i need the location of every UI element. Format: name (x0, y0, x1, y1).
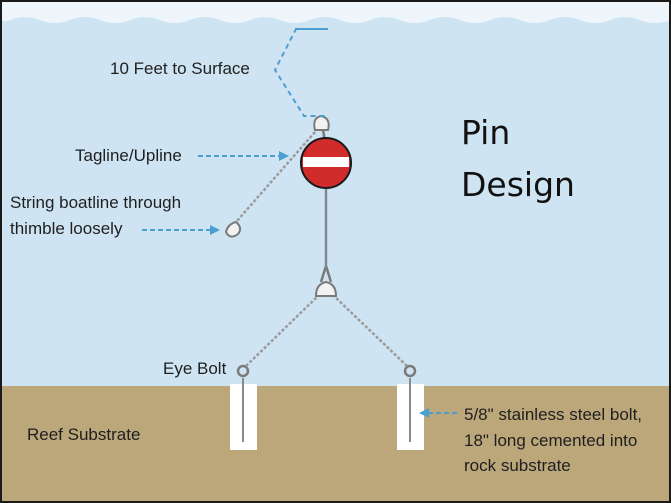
surface-label: 10 Feet to Surface (110, 59, 250, 78)
boatline-thimble (224, 220, 242, 238)
junction-shackle (314, 280, 338, 297)
boatline-label-line-1: String boatline through (10, 193, 182, 212)
reef-substrate-label: Reef Substrate (27, 425, 141, 444)
buoy-stripe (303, 157, 349, 167)
left-eye-bolt (236, 364, 250, 378)
tagline-arrowhead (279, 151, 289, 161)
diagram-title-line-2: Design (461, 165, 575, 204)
tagline-label: Tagline/Upline (75, 146, 182, 165)
boatline-label-line-2: thimble loosely (10, 219, 123, 238)
right-eye-bolt (403, 364, 417, 378)
bolt-description-line-1: 5/8" stainless steel bolt, (464, 405, 643, 424)
depth-dashed-line (273, 28, 328, 117)
right-bridle-chain (333, 295, 408, 367)
bolt-description-line-3: rock substrate (464, 456, 571, 475)
boatline-arrowhead (210, 225, 220, 235)
bolt-description-line-2: 18" long cemented into (464, 431, 638, 450)
left-bridle-chain (245, 295, 319, 367)
buoy-top-thimble (313, 114, 330, 131)
eye-bolt-label: Eye Bolt (163, 359, 227, 378)
water-surface (0, 0, 671, 23)
reef-substrate-area (0, 386, 671, 503)
bolt-arrowhead (419, 408, 429, 418)
diagram-title-line-1: Pin (461, 113, 511, 152)
